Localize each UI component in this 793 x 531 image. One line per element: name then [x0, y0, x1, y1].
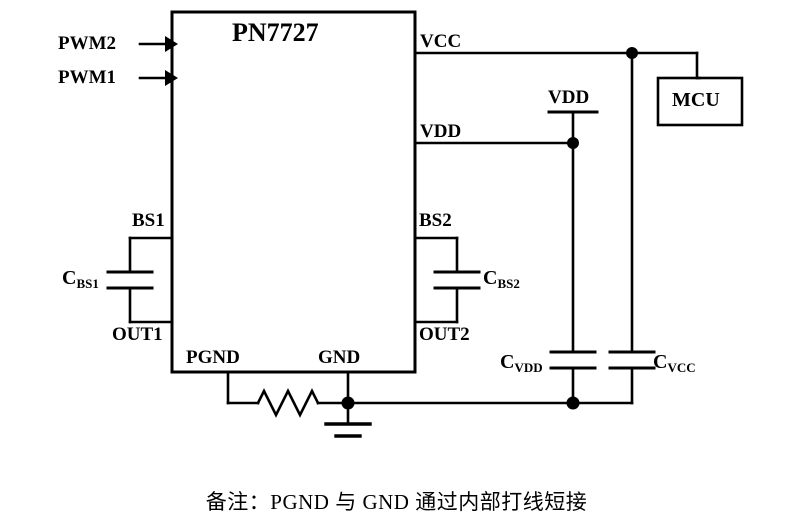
- cvcc-prefix: C: [653, 351, 668, 373]
- mcu-label: MCU: [672, 89, 720, 111]
- capacitor-label-cvcc: CVCC: [653, 351, 696, 375]
- pin-label-out1: OUT1: [112, 324, 163, 345]
- rail-label-vdd-supply: VDD: [548, 87, 590, 108]
- capacitor-label-cbs1: CBS1: [62, 267, 99, 291]
- pwm1-arrowhead: [165, 70, 178, 86]
- cvcc-subscript: VCC: [667, 360, 696, 375]
- cvdd-prefix: C: [500, 351, 515, 373]
- cbs2-subscript: BS2: [497, 276, 520, 291]
- capacitor-label-cbs2: CBS2: [483, 267, 520, 291]
- mcu-box-rect: [656, 76, 744, 127]
- pin-label-gnd: GND: [318, 347, 361, 368]
- pin-label-vcc: VCC: [420, 31, 462, 52]
- cbs2-prefix: C: [483, 267, 498, 289]
- input-label-pwm1: PWM1: [58, 67, 117, 88]
- chip-label: PN7727: [232, 18, 319, 47]
- vcc-junction-dot: [626, 47, 638, 59]
- gnd-junction-dot: [341, 396, 355, 410]
- capacitor-label-cvdd: CVDD: [500, 351, 543, 375]
- pwm2-arrowhead: [165, 36, 178, 52]
- pin-label-bs1: BS1: [132, 210, 165, 231]
- cbs1-subscript: BS1: [76, 276, 99, 291]
- vdd-junction-dot: [567, 137, 579, 149]
- pin-label-bs2: BS2: [419, 210, 452, 231]
- pin-label-pgnd: PGND: [186, 347, 240, 368]
- resistor-zigzag: [256, 388, 320, 418]
- cbs1-prefix: C: [62, 267, 77, 289]
- figure-caption: 备注：PGND 与 GND 通过内部打线短接: [205, 490, 588, 514]
- pin-label-vdd: VDD: [420, 121, 462, 142]
- input-label-pwm2: PWM2: [58, 33, 117, 54]
- ic-body-rect: [170, 10, 417, 374]
- pin-label-out2: OUT2: [419, 324, 470, 345]
- cvdd-junction-dot: [566, 396, 580, 410]
- cvdd-subscript: VDD: [514, 360, 543, 375]
